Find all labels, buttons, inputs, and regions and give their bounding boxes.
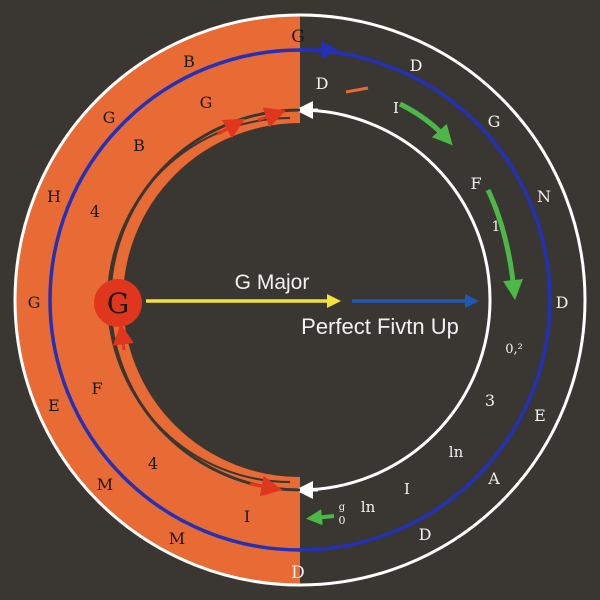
green-arrow-lower <box>306 509 335 526</box>
label-top: G <box>291 27 305 47</box>
left-inner-label: I <box>244 507 250 526</box>
left-outer-label: B <box>183 52 195 71</box>
left-outer-label: E <box>48 396 60 415</box>
center-node <box>94 279 142 327</box>
inner-ring-right-arc <box>299 108 492 492</box>
label-bottom: D <box>291 563 305 583</box>
blue-arrow-label: Perfect Fivtn Up <box>301 314 459 339</box>
right-inner-label: 3 <box>485 391 495 410</box>
left-inner-label: 4 <box>90 202 100 221</box>
red-arrow-left <box>112 323 134 351</box>
left-outer-label: G <box>28 293 41 312</box>
right-inner-label: 0 <box>339 514 346 527</box>
left-outer-label: H <box>47 187 61 206</box>
green-arrow-right <box>485 188 523 300</box>
red-arrow-top-1 <box>217 118 246 139</box>
right-inner-label: ln <box>361 498 376 516</box>
right-outer-label: D <box>556 293 569 312</box>
right-outer-label: N <box>537 187 551 206</box>
right-inner-label: F <box>470 174 481 193</box>
right-outer-label: A <box>487 469 500 488</box>
right-inner-label: I <box>404 480 410 498</box>
left-inner-label: F <box>91 379 102 398</box>
left-outer-label: G <box>103 108 116 127</box>
red-arrow-top-2 <box>257 107 286 128</box>
left-inner-label: 4 <box>148 454 158 473</box>
right-inner-label: g <box>339 502 346 513</box>
yellow-arrow-label: G Major <box>235 271 310 294</box>
outer-ring <box>13 13 587 587</box>
right-outer-label: D <box>419 525 432 544</box>
left-outer-label: M <box>97 475 113 494</box>
right-outer-label: E <box>534 406 546 425</box>
right-inner-label: 0,² <box>505 342 523 357</box>
right-inner-label: 1 <box>492 219 501 235</box>
orange-tick-mark <box>345 86 369 94</box>
right-inner-label: ln <box>449 443 464 461</box>
right-inner-label: I <box>393 99 399 117</box>
right-inner-label: D <box>316 74 329 93</box>
green-arrow-upper <box>398 101 453 146</box>
left-inner-label: G <box>200 93 213 112</box>
right-outer-label: D <box>410 56 423 75</box>
red-arrow-bottom <box>249 475 283 497</box>
left-inner-label: B <box>133 136 145 155</box>
right-outer-label: G <box>488 112 501 131</box>
center-node-label: G <box>107 287 129 320</box>
left-outer-label: M <box>169 529 185 548</box>
